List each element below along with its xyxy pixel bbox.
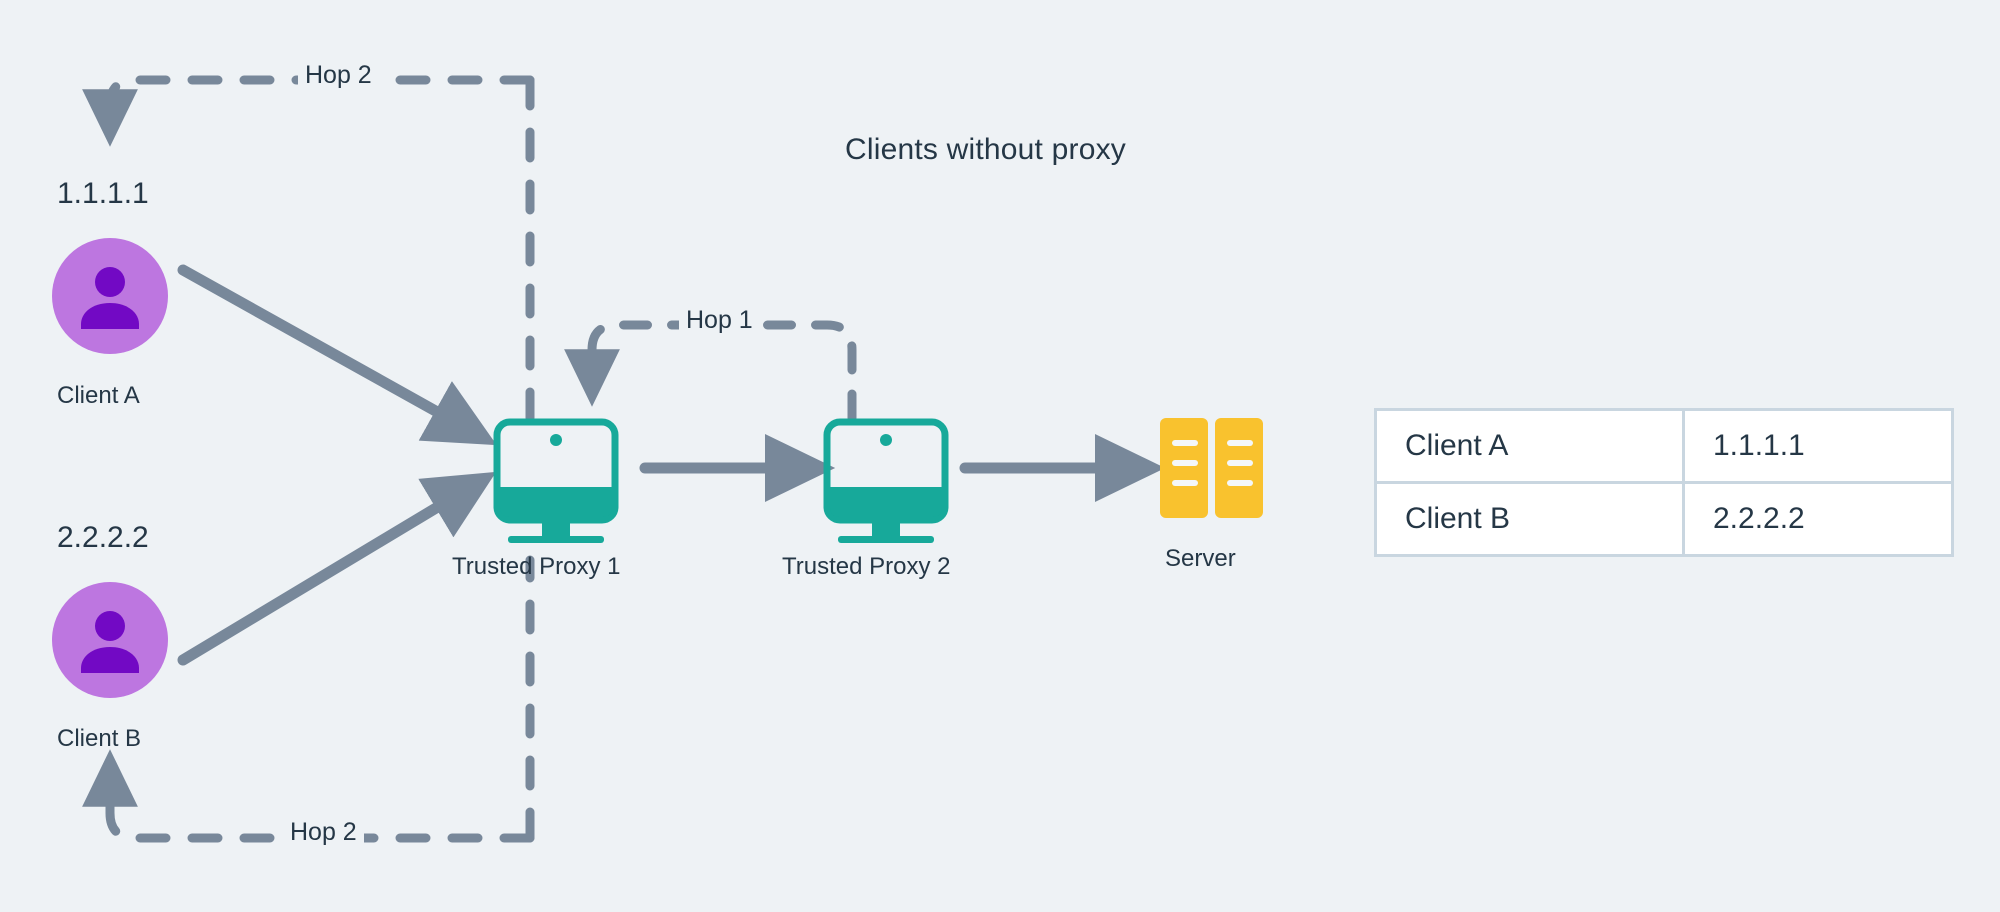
proxy-2-monitor-icon[interactable] bbox=[823, 418, 949, 543]
client-b-label: Client B bbox=[57, 725, 142, 752]
client-b-ip: 2.2.2.2 bbox=[57, 521, 149, 554]
table-row: Client A 1.1.1.1 bbox=[1377, 411, 1951, 484]
server-icon[interactable] bbox=[1160, 418, 1263, 518]
table-row: Client B 2.2.2.2 bbox=[1377, 484, 1951, 554]
hop2-top-path bbox=[82, 75, 535, 445]
hop2-top-label: Hop 2 bbox=[298, 61, 379, 90]
person-icon bbox=[81, 267, 139, 329]
client-a-ip: 1.1.1.1 bbox=[57, 177, 149, 210]
client-b-to-proxy1-arrow bbox=[177, 471, 497, 666]
table-cell-client: Client B bbox=[1377, 484, 1685, 554]
person-icon bbox=[81, 611, 139, 673]
client-ip-mapping-table: Client A 1.1.1.1 Client B 2.2.2.2 bbox=[1374, 408, 1954, 557]
table-cell-ip: 2.2.2.2 bbox=[1685, 484, 1951, 554]
table-cell-ip: 1.1.1.1 bbox=[1685, 411, 1951, 484]
page-title: Clients without proxy bbox=[845, 133, 1126, 166]
proxy-1-label: Trusted Proxy 1 bbox=[452, 553, 621, 580]
hop2-bottom-label: Hop 2 bbox=[283, 818, 364, 847]
server-label: Server bbox=[1165, 545, 1236, 572]
hop1-path bbox=[564, 320, 857, 423]
hop1-label: Hop 1 bbox=[679, 306, 760, 335]
table-cell-client: Client A bbox=[1377, 411, 1685, 484]
client-b-avatar[interactable] bbox=[52, 582, 168, 698]
proxy-1-monitor-icon[interactable] bbox=[493, 418, 619, 543]
client-a-label: Client A bbox=[57, 382, 140, 409]
proxy-2-label: Trusted Proxy 2 bbox=[782, 553, 951, 580]
client-a-to-proxy1-arrow bbox=[177, 264, 497, 446]
hop2-bottom-path bbox=[82, 555, 535, 843]
client-a-avatar[interactable] bbox=[52, 238, 168, 354]
